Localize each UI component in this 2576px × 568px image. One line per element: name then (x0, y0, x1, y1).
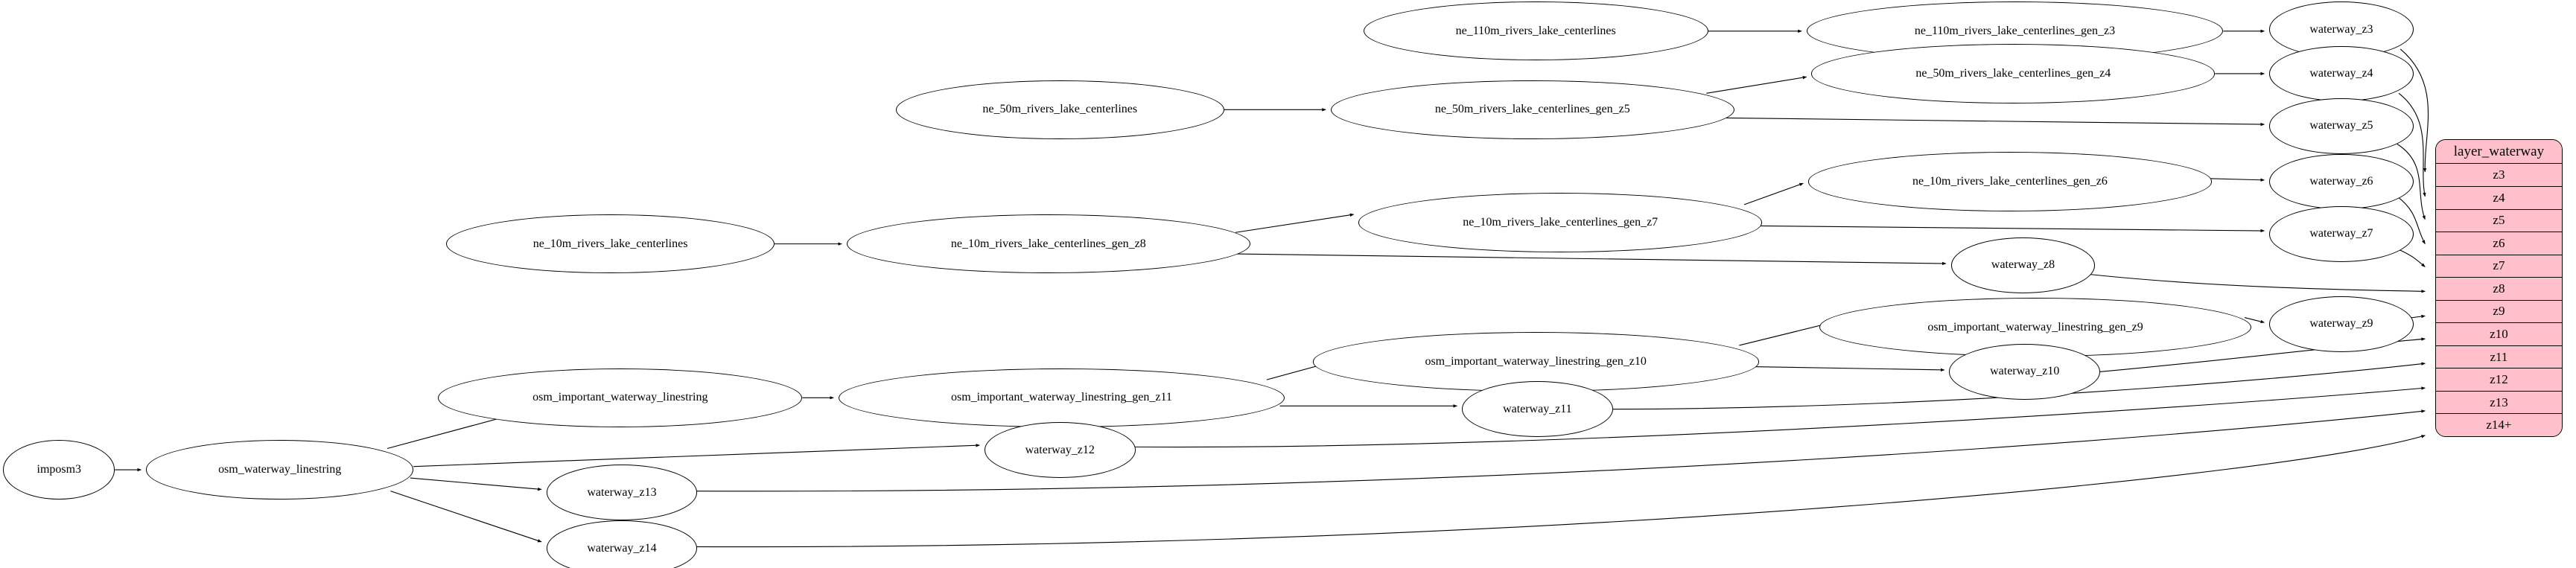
graph-edge (410, 478, 543, 493)
graph-node-waterway-z8[interactable]: waterway_z8 (1950, 237, 2096, 293)
graph-node-label: osm_important_waterway_linestring_gen_z1… (951, 391, 1172, 404)
graph-node-label: waterway_z7 (2309, 227, 2373, 240)
graph-node-label: osm_important_waterway_linestring_gen_z1… (1425, 354, 1647, 368)
graph-node-label: ne_10m_rivers_lake_centerlines_gen_z6 (1912, 175, 2108, 188)
graph-node-label: waterway_z14 (587, 541, 657, 555)
graph-node-label: osm_waterway_linestring (218, 463, 342, 476)
graph-node-osm-important-waterway-linestring[interactable]: osm_important_waterway_linestring (438, 368, 803, 427)
graph-node-label: waterway_z10 (1990, 365, 2060, 378)
layer-table-row-z6[interactable]: z6 (2435, 232, 2563, 255)
layer-table-row-z8[interactable]: z8 (2435, 277, 2563, 300)
graph-node-waterway-z11[interactable]: waterway_z11 (1462, 381, 1613, 438)
graph-edge (689, 434, 2426, 547)
graph-edge (390, 491, 543, 542)
graph-node-label: waterway_z11 (1503, 402, 1572, 415)
graph-node-ne-50m-rivers-lake-centerlines-gen-z4[interactable]: ne_50m_rivers_lake_centerlines_gen_z4 (1811, 44, 2216, 103)
graph-node-label: osm_important_waterway_linestring (532, 391, 708, 404)
graph-node-waterway-z6[interactable]: waterway_z6 (2269, 153, 2414, 210)
graph-node-osm-important-waterway-linestring-gen-z10[interactable]: osm_important_waterway_linestring_gen_z1… (1312, 332, 1759, 392)
graph-node-ne-10m-rivers-lake-centerlines[interactable]: ne_10m_rivers_lake_centerlines (446, 214, 775, 274)
layer-table-row-z4[interactable]: z4 (2435, 185, 2563, 209)
graph-node-ne-110m-rivers-lake-centerlines[interactable]: ne_110m_rivers_lake_centerlines (1363, 1, 1708, 61)
graph-edge (2397, 249, 2426, 267)
layer-table-row-z11[interactable]: z11 (2435, 345, 2563, 368)
graph-node-label: waterway_z4 (2309, 66, 2373, 80)
graph-node-label: waterway_z3 (2309, 22, 2373, 36)
graph-node-label: ne_10m_rivers_lake_centerlines (532, 237, 688, 250)
graph-node-label: waterway_z8 (1991, 258, 2055, 272)
graph-node-label: ne_50m_rivers_lake_centerlines (982, 103, 1138, 116)
layer-table-row-z9[interactable]: z9 (2435, 299, 2563, 323)
graph-node-label: ne_10m_rivers_lake_centerlines_gen_z7 (1463, 216, 1659, 229)
layer-table-row-z7[interactable]: z7 (2435, 254, 2563, 278)
graph-node-waterway-z9[interactable]: waterway_z9 (2269, 296, 2414, 352)
graph-node-label: waterway_z6 (2309, 175, 2373, 188)
graph-edge (1235, 211, 1355, 232)
graph-edge (1744, 183, 1804, 205)
graph-edge (413, 441, 981, 467)
graph-edge (1718, 118, 2265, 128)
graph-node-label: waterway_z12 (1025, 443, 1095, 456)
graph-node-label: ne_50m_rivers_lake_centerlines_gen_z4 (1915, 66, 2111, 80)
graph-node-label: ne_50m_rivers_lake_centerlines_gen_z5 (1434, 103, 1630, 116)
graph-node-waterway-z5[interactable]: waterway_z5 (2269, 98, 2414, 154)
graph-node-label: ne_110m_rivers_lake_centerlines_gen_z3 (1914, 24, 2116, 37)
graph-node-label: ne_10m_rivers_lake_centerlines_gen_z8 (950, 237, 1146, 250)
graph-edge (1125, 385, 2426, 447)
graph-edge (1752, 367, 1945, 374)
graph-node-waterway-z10[interactable]: waterway_z10 (1949, 343, 2101, 400)
graph-node-label: waterway_z13 (587, 485, 657, 499)
graph-edge (2205, 176, 2265, 184)
graph-node-ne-10m-rivers-lake-centerlines-gen-z8[interactable]: ne_10m_rivers_lake_centerlines_gen_z8 (846, 214, 1250, 274)
graph-node-label: osm_important_waterway_linestring_gen_z9 (1927, 320, 2143, 334)
graph-edge (1222, 254, 1947, 267)
graph-node-waterway-z13[interactable]: waterway_z13 (546, 465, 698, 521)
graph-node-osm-waterway-linestring[interactable]: osm_waterway_linestring (146, 440, 414, 500)
graph-node-label: ne_110m_rivers_lake_centerlines (1455, 24, 1616, 37)
graph-node-label: waterway_z5 (2309, 119, 2373, 133)
graph-node-label: imposm3 (36, 463, 82, 476)
graph-node-waterway-z12[interactable]: waterway_z12 (984, 422, 1136, 479)
graph-node-imposm3[interactable]: imposm3 (3, 440, 115, 500)
graph-node-ne-10m-rivers-lake-centerlines-gen-z7[interactable]: ne_10m_rivers_lake_centerlines_gen_z7 (1358, 193, 1763, 252)
layer-table-row-z10[interactable]: z10 (2435, 322, 2563, 345)
graph-node-label: waterway_z9 (2309, 317, 2373, 331)
layer-table-row-z14plus[interactable]: z14+ (2435, 413, 2563, 436)
layer-table-row-z12[interactable]: z12 (2435, 368, 2563, 391)
graph-edge (2081, 273, 2426, 296)
layer-table-row-z5[interactable]: z5 (2435, 208, 2563, 232)
graph-node-waterway-z14[interactable]: waterway_z14 (546, 520, 698, 568)
graph-node-waterway-z7[interactable]: waterway_z7 (2269, 206, 2414, 262)
graph-node-ne-50m-rivers-lake-centerlines[interactable]: ne_50m_rivers_lake_centerlines (895, 80, 1224, 139)
graph-node-waterway-z4[interactable]: waterway_z4 (2269, 45, 2414, 102)
layer-table-title: layer_waterway (2435, 139, 2563, 164)
layer-table-row-z3[interactable]: z3 (2435, 163, 2563, 186)
layer-table-row-z13[interactable]: z13 (2435, 390, 2563, 414)
graph-edge (1706, 74, 1807, 93)
graph-node-ne-50m-rivers-lake-centerlines-gen-z5[interactable]: ne_50m_rivers_lake_centerlines_gen_z5 (1330, 80, 1734, 139)
graph-node-ne-10m-rivers-lake-centerlines-gen-z6[interactable]: ne_10m_rivers_lake_centerlines_gen_z6 (1807, 152, 2212, 211)
graph-edge (1758, 226, 2265, 234)
graph-node-osm-important-waterway-linestring-gen-z11[interactable]: osm_important_waterway_linestring_gen_z1… (838, 368, 1285, 427)
